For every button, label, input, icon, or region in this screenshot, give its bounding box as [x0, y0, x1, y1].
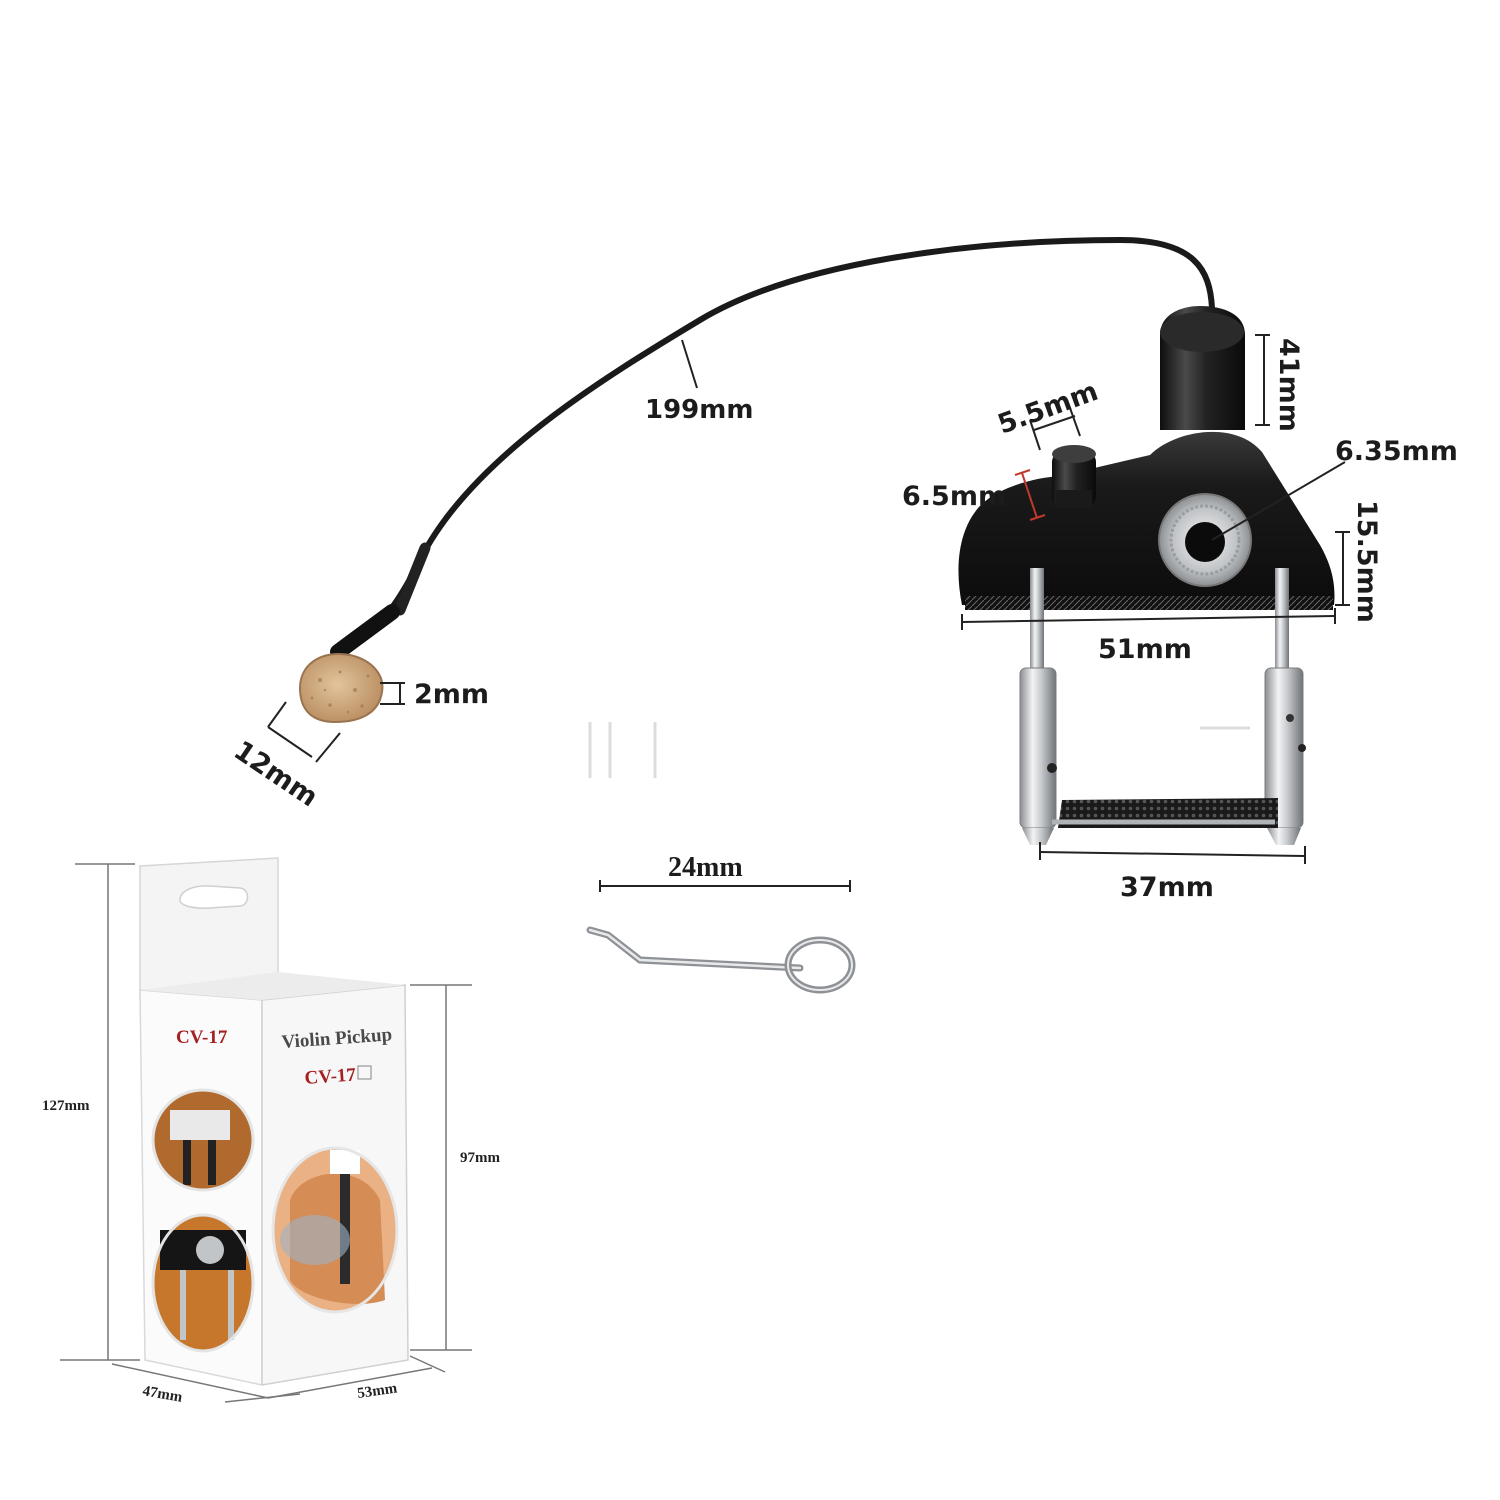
pad-width-dimension — [267, 701, 341, 763]
box-check-square — [357, 1065, 372, 1080]
clip-width-dimension — [1039, 842, 1306, 864]
jack-height-dimension — [1255, 334, 1270, 426]
pickup-body — [958, 306, 1335, 610]
clip-width-label: 37mm — [1120, 872, 1214, 903]
body-width-label: 51mm — [1098, 634, 1192, 665]
box-front-height-label: 97mm — [460, 1150, 500, 1166]
body-height-dimension — [1335, 531, 1350, 606]
box-photo-right — [271, 1146, 399, 1314]
knob-height-dimension — [1014, 469, 1046, 521]
jack-diameter-label: 6.35mm — [1335, 436, 1458, 467]
box-photo-bottom — [151, 1213, 255, 1353]
jack-height-label: 41mm — [1273, 338, 1304, 432]
bridge-clip — [1019, 568, 1306, 845]
hook-length-label: 24mm — [668, 852, 743, 883]
box-depth-label: 47mm — [141, 1383, 184, 1406]
pickup-cable — [330, 236, 1215, 660]
hook-length-dimension — [599, 880, 851, 892]
pad-thickness-dimension — [380, 682, 405, 705]
cork-pad — [298, 653, 384, 724]
jack-diameter-leader — [1211, 461, 1346, 541]
pad-width-label: 12mm — [228, 735, 323, 813]
box-width-dimension — [267, 1355, 446, 1399]
box-height-label: 127mm — [42, 1098, 90, 1114]
box-depth-dimension — [111, 1363, 301, 1403]
pad-thickness-label: 2mm — [414, 679, 489, 710]
body-width-dimension — [961, 608, 1336, 630]
knob-diameter-label: 5.5mm — [994, 376, 1102, 441]
cable-length-label: 199mm — [645, 395, 753, 425]
box-photo-top — [151, 1088, 255, 1192]
knob-height-label: 6.5mm — [902, 481, 1006, 512]
knob-diameter-dimension — [1029, 407, 1081, 451]
body-height-label: 15.5mm — [1351, 500, 1382, 623]
background-marks — [588, 722, 1250, 778]
box-model-left: CV-17 — [176, 1027, 228, 1048]
box-model-right: CV-17 — [304, 1064, 357, 1089]
wire-hook — [586, 926, 856, 994]
package-box: CV-17 Violin Pickup CV-17 — [139, 857, 409, 1386]
box-width-label: 53mm — [356, 1380, 398, 1401]
cable-length-leader — [681, 339, 698, 389]
box-height-dimension — [60, 863, 140, 1361]
box-front-height-dimension — [410, 984, 472, 1351]
